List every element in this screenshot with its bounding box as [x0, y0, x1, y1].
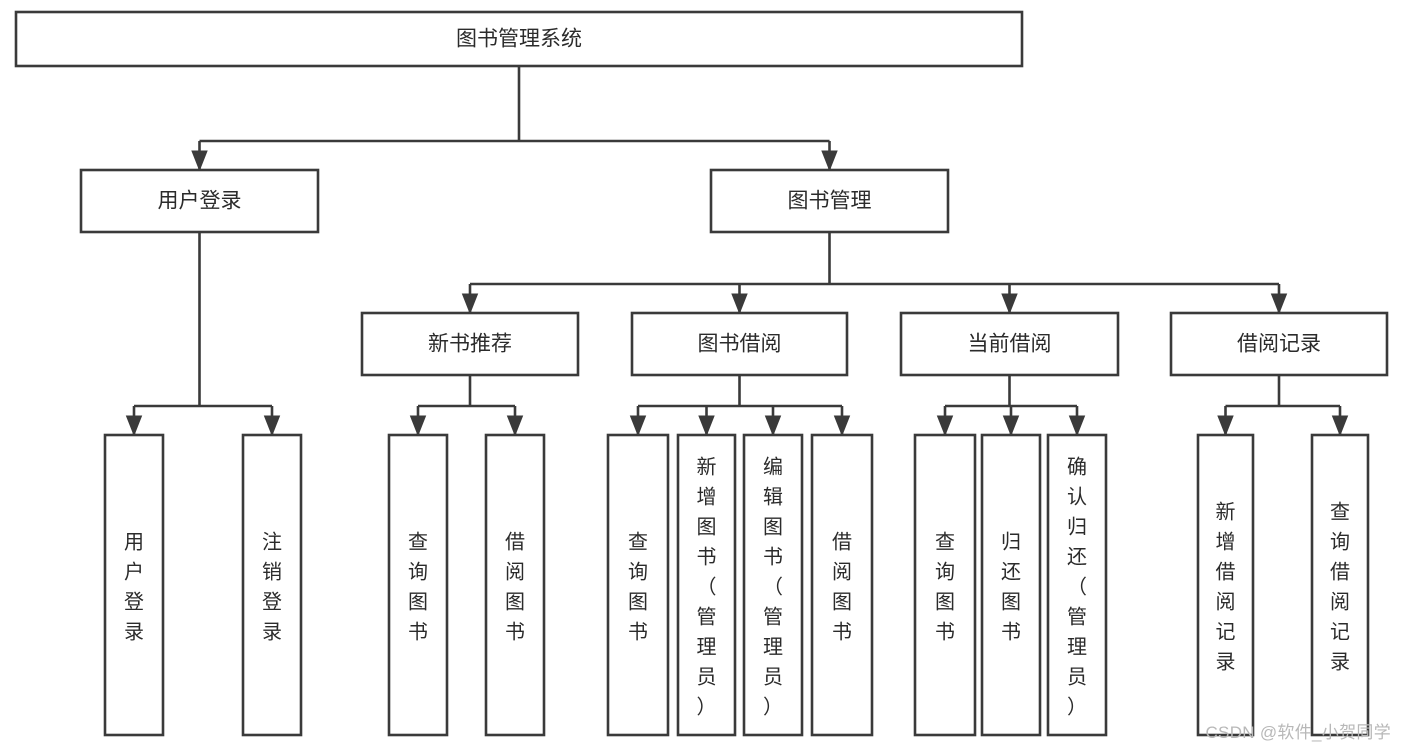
arrow-head-icon	[698, 415, 715, 437]
arrow-head-icon	[821, 150, 838, 172]
node-box	[676, 433, 737, 737]
node-label: 新增借阅记录	[1216, 500, 1236, 673]
node-label: 图书借阅	[698, 333, 782, 356]
node-l-borrow-book-1[interactable]: 借阅图书	[484, 433, 546, 737]
node-n-book-borrow[interactable]: 图书借阅	[630, 311, 849, 377]
arrow-head-icon	[263, 415, 281, 437]
arrow-head-icon	[1068, 415, 1086, 437]
node-box	[1169, 311, 1389, 377]
node-l-query-book-2[interactable]: 查询图书	[606, 433, 670, 737]
node-l-borrow-book-2[interactable]: 借阅图书	[810, 433, 874, 737]
node-box	[810, 433, 874, 737]
node-label: 编辑图书（管理员）	[763, 455, 783, 718]
node-l-query-book-3[interactable]: 查询图书	[913, 433, 977, 737]
node-label: 归还图书	[1001, 530, 1021, 643]
node-n-book-mgmt[interactable]: 图书管理	[709, 168, 950, 234]
node-l-query-book-1[interactable]: 查询图书	[387, 433, 449, 737]
node-label: 图书管理系统	[456, 28, 582, 51]
node-label: 用户登录	[124, 531, 144, 643]
arrow-head-icon	[1001, 293, 1018, 315]
edges-layer	[125, 66, 1349, 437]
node-n-new-book-rec[interactable]: 新书推荐	[360, 311, 580, 377]
node-box	[103, 433, 165, 737]
arrow-head-icon	[191, 150, 208, 172]
arrow-head-icon	[764, 415, 782, 437]
node-l-return-book[interactable]: 归还图书	[980, 433, 1042, 737]
node-l-confirm-return[interactable]: 确认归还（管理员）	[1046, 433, 1108, 737]
node-l-edit-book[interactable]: 编辑图书（管理员）	[742, 433, 804, 737]
node-label: 查询借阅记录	[1330, 500, 1350, 673]
node-box	[1310, 433, 1370, 737]
node-label: 查询图书	[408, 530, 428, 643]
arrow-head-icon	[506, 415, 524, 437]
node-box	[241, 433, 303, 737]
node-box	[387, 433, 449, 737]
node-label: 确认归还（管理员）	[1067, 455, 1087, 718]
node-label: 新书推荐	[428, 333, 512, 356]
watermark-label: CSDN @软件_小贺同学	[1205, 723, 1391, 742]
arrow-head-icon	[461, 293, 479, 315]
arrow-head-icon	[1270, 293, 1288, 315]
node-box	[913, 433, 977, 737]
node-label: 注销登录	[262, 530, 282, 643]
node-box	[360, 311, 580, 377]
node-l-query-record[interactable]: 查询借阅记录	[1310, 433, 1370, 737]
node-l-user-logout[interactable]: 注销登录	[241, 433, 303, 737]
node-label: 当前借阅	[968, 333, 1052, 356]
node-n-borrow-record[interactable]: 借阅记录	[1169, 311, 1389, 377]
node-label: 用户登录	[158, 190, 242, 213]
node-label: 借阅图书	[505, 530, 525, 643]
node-box	[606, 433, 670, 737]
node-n-user-login[interactable]: 用户登录	[79, 168, 320, 234]
arrow-head-icon	[1217, 415, 1234, 437]
node-label: 图书管理	[788, 190, 872, 213]
node-box	[709, 168, 950, 234]
node-root[interactable]: 图书管理系统	[14, 10, 1024, 68]
node-label: 借阅记录	[1237, 333, 1321, 356]
node-l-user-login[interactable]: 用户登录	[103, 433, 165, 737]
node-box	[484, 433, 546, 737]
arrow-head-icon	[125, 415, 143, 437]
node-box	[14, 10, 1024, 68]
arrow-head-icon	[1331, 415, 1349, 437]
node-label: 查询图书	[935, 530, 955, 643]
node-box	[1046, 433, 1108, 737]
node-l-add-book[interactable]: 新增图书（管理员）	[676, 433, 737, 737]
arrow-head-icon	[936, 415, 954, 437]
node-box	[1196, 433, 1255, 737]
node-n-current-borrow[interactable]: 当前借阅	[899, 311, 1120, 377]
node-label: 查询图书	[628, 530, 648, 643]
node-box	[742, 433, 804, 737]
node-l-add-record[interactable]: 新增借阅记录	[1196, 433, 1255, 737]
node-label: 借阅图书	[832, 530, 852, 643]
arrow-head-icon	[409, 415, 427, 437]
node-box	[630, 311, 849, 377]
nodes-layer: 图书管理系统用户登录图书管理新书推荐图书借阅当前借阅借阅记录用户登录注销登录查询…	[14, 10, 1389, 737]
arrow-head-icon	[629, 415, 647, 437]
arrow-head-icon	[731, 293, 748, 315]
node-box	[899, 311, 1120, 377]
node-box	[79, 168, 320, 234]
node-box	[980, 433, 1042, 737]
arrow-head-icon	[833, 415, 851, 437]
arrow-head-icon	[1002, 415, 1020, 437]
node-label: 新增图书（管理员）	[697, 455, 717, 718]
